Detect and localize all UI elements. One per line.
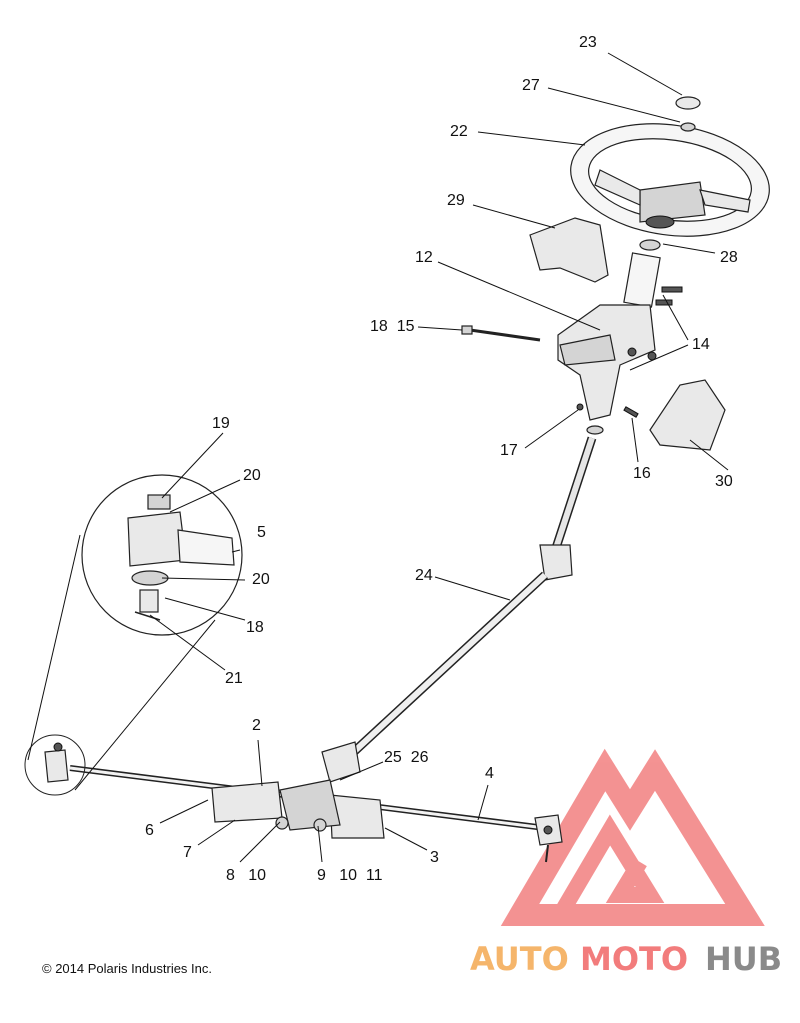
leader-lines: [149, 52, 729, 863]
callout-2: 2: [252, 717, 261, 734]
bolt-14b: [655, 299, 673, 306]
callout-8-10: 8 10: [226, 867, 266, 884]
callout-12: 12: [415, 249, 433, 266]
callout-14: 14: [692, 336, 710, 353]
bolt-15: [461, 325, 541, 342]
tie-rod-end-left: [24, 734, 86, 796]
callout-4: 4: [485, 765, 494, 782]
copyright-text: © 2014 Polaris Industries Inc.: [42, 961, 212, 976]
callout-9-10-11: 9 10 11: [317, 867, 383, 884]
watermark-logo: [500, 748, 765, 926]
steering-rack: [69, 765, 563, 863]
steering-column-bracket: [557, 252, 661, 421]
callout-20a: 20: [243, 467, 261, 484]
callout-22: 22: [450, 123, 468, 140]
callout-16: 16: [633, 465, 651, 482]
detail-view: [27, 474, 243, 791]
watermark-text: AUTO MOTO HUB: [470, 940, 782, 978]
lower-column-cover: [649, 379, 726, 451]
callout-5: 5: [257, 524, 266, 541]
callout-27: 27: [522, 77, 540, 94]
callout-20b: 20: [252, 571, 270, 588]
callout-labels: 23 27 22 29 28 12 18 15 14 17 16 30 19 2…: [145, 34, 738, 884]
callout-7: 7: [183, 844, 192, 861]
callout-6: 6: [145, 822, 154, 839]
callout-28: 28: [720, 249, 738, 266]
callout-18-15: 18 15: [370, 318, 415, 335]
bolt-16: [623, 406, 639, 418]
steering-wheel: [570, 96, 770, 251]
bolt-14a: [661, 286, 683, 293]
intermediate-shaft: [321, 425, 604, 783]
callout-21: 21: [225, 670, 243, 687]
callout-19: 19: [212, 415, 230, 432]
nut-17: [576, 403, 584, 411]
callout-23: 23: [579, 34, 597, 51]
callout-17: 17: [500, 442, 518, 459]
watermark-moto: MOTO: [580, 940, 688, 978]
watermark-auto: AUTO: [470, 940, 569, 978]
callout-25-26: 25 26: [384, 749, 429, 766]
callout-24: 24: [415, 567, 433, 584]
callout-29: 29: [447, 192, 465, 209]
callout-30: 30: [715, 473, 733, 490]
watermark-hub: HUB: [705, 940, 782, 978]
upper-column-cover: [529, 217, 609, 283]
callout-3: 3: [430, 849, 439, 866]
callout-18: 18: [246, 619, 264, 636]
